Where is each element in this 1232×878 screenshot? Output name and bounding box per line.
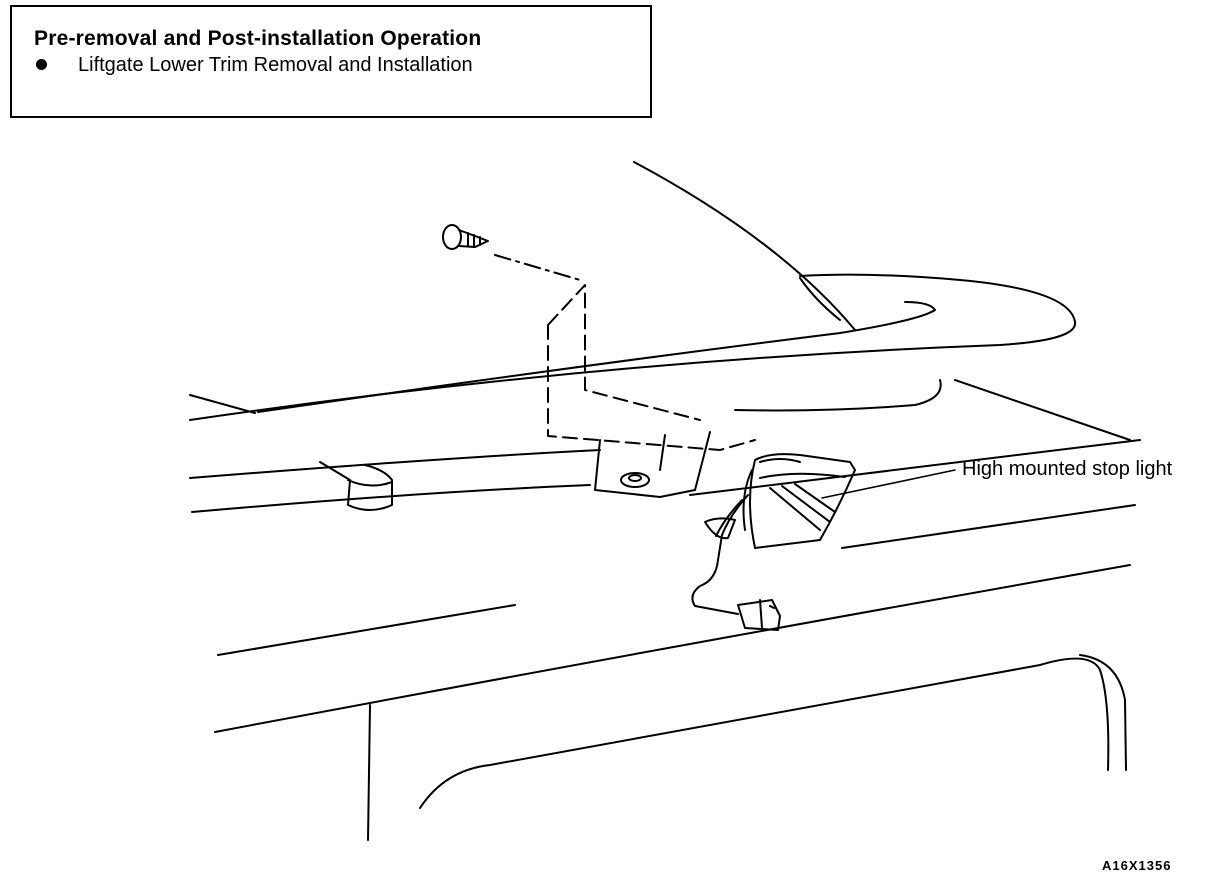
- bolt-alignment-line: [494, 254, 581, 281]
- bolt-icon: [442, 224, 489, 250]
- operation-item-label: Liftgate Lower Trim Removal and Installa…: [78, 54, 473, 76]
- operation-box: Pre-removal and Post-installation Operat…: [10, 5, 652, 118]
- liftgate-panel-lines: [189, 439, 1141, 841]
- stop-light-icon: [742, 453, 856, 549]
- stop-light-callout: High mounted stop light: [962, 458, 1173, 480]
- mounting-bracket-hidden: [547, 284, 756, 451]
- bullet-icon: [36, 59, 47, 71]
- connector-icon: [737, 599, 781, 631]
- spoiler-stay: [319, 461, 393, 511]
- operation-title: Pre-removal and Post-installation Operat…: [34, 27, 482, 50]
- wiring-harness: [691, 494, 749, 615]
- figure-id: A16X1356: [1102, 858, 1172, 873]
- mount-boss: [594, 431, 711, 498]
- stop-light-leader-line: [821, 469, 956, 499]
- window-outline: [633, 161, 856, 331]
- operation-item: Liftgate Lower Trim Removal and Installa…: [34, 54, 473, 77]
- rear-spoiler: [189, 273, 1131, 441]
